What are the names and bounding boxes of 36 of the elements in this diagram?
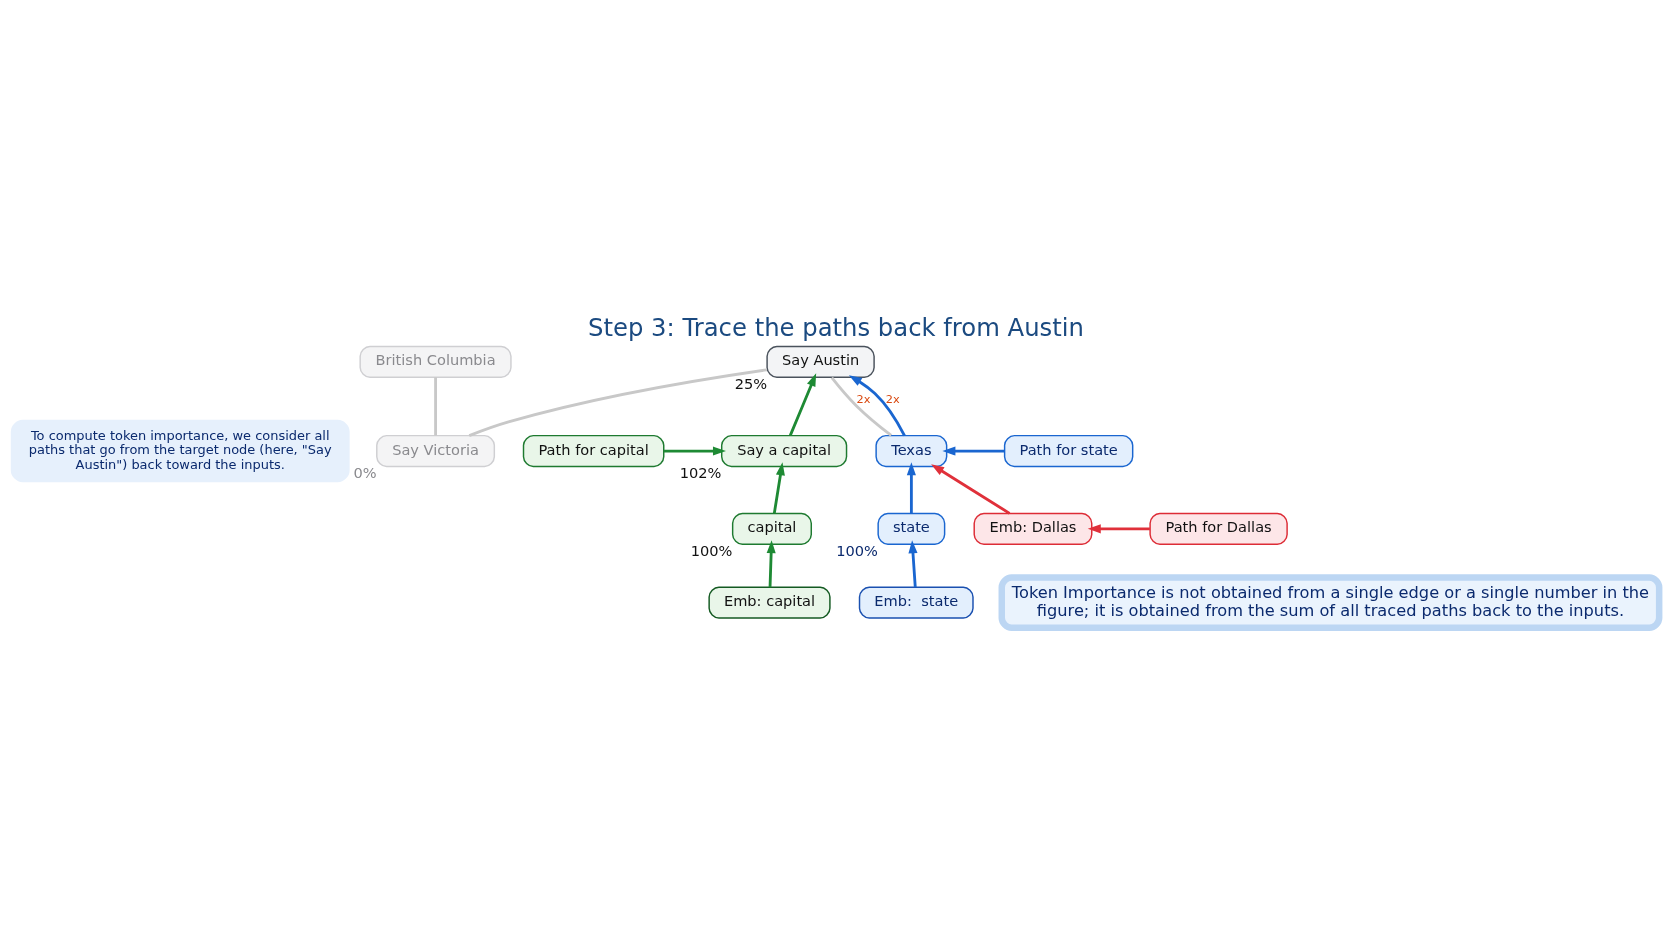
arrow: [1087, 524, 1150, 534]
node-box: Say Austin: [766, 345, 875, 378]
arrow: [772, 462, 785, 514]
node-box: state: [877, 512, 946, 545]
diagram-title: Step 3: Trace the paths back from Austin: [588, 312, 1084, 342]
node-box: Path for Dallas: [1149, 512, 1288, 545]
node-label: 0%: [353, 464, 377, 482]
connector: [434, 377, 437, 436]
arrow: [906, 462, 916, 514]
node-label: 100%: [836, 541, 878, 559]
arrow: [789, 373, 817, 436]
connector: [830, 376, 893, 437]
node-box: capital: [731, 512, 812, 545]
node-box: British Columbia: [359, 345, 512, 378]
edge-label: 2x: [856, 391, 871, 406]
node-label: 25%: [734, 374, 768, 392]
arrow: [931, 464, 1011, 515]
node-box: Path for state: [1003, 434, 1134, 468]
arrow: [663, 446, 726, 456]
node-box: Path for capital: [522, 434, 665, 468]
node-box: Token Importance is not obtained from a single edge or a single number in the figure; it is obtained from the sum of all traced paths back to the inputs.: [998, 574, 1663, 631]
node-box: Say Victoria: [376, 434, 496, 468]
arrow: [908, 540, 918, 588]
edge-label: 2x: [885, 391, 900, 406]
connector: [468, 368, 768, 437]
node-label: 100%: [690, 541, 733, 559]
node-label: 102%: [679, 464, 722, 482]
node-box: Emb: capital: [708, 586, 831, 619]
arrow: [766, 540, 776, 588]
node-box: Emb: state: [858, 586, 974, 619]
node-box: Say a capital: [720, 434, 848, 468]
node-box: Texas: [875, 434, 948, 468]
arrow: [848, 375, 906, 437]
arrow: [942, 446, 1005, 456]
node-box: To compute token importance, we consider all paths that go from the target node (here, "Say Austin") back toward the inputs.: [10, 419, 350, 483]
node-box: Emb: Dallas: [973, 512, 1093, 545]
